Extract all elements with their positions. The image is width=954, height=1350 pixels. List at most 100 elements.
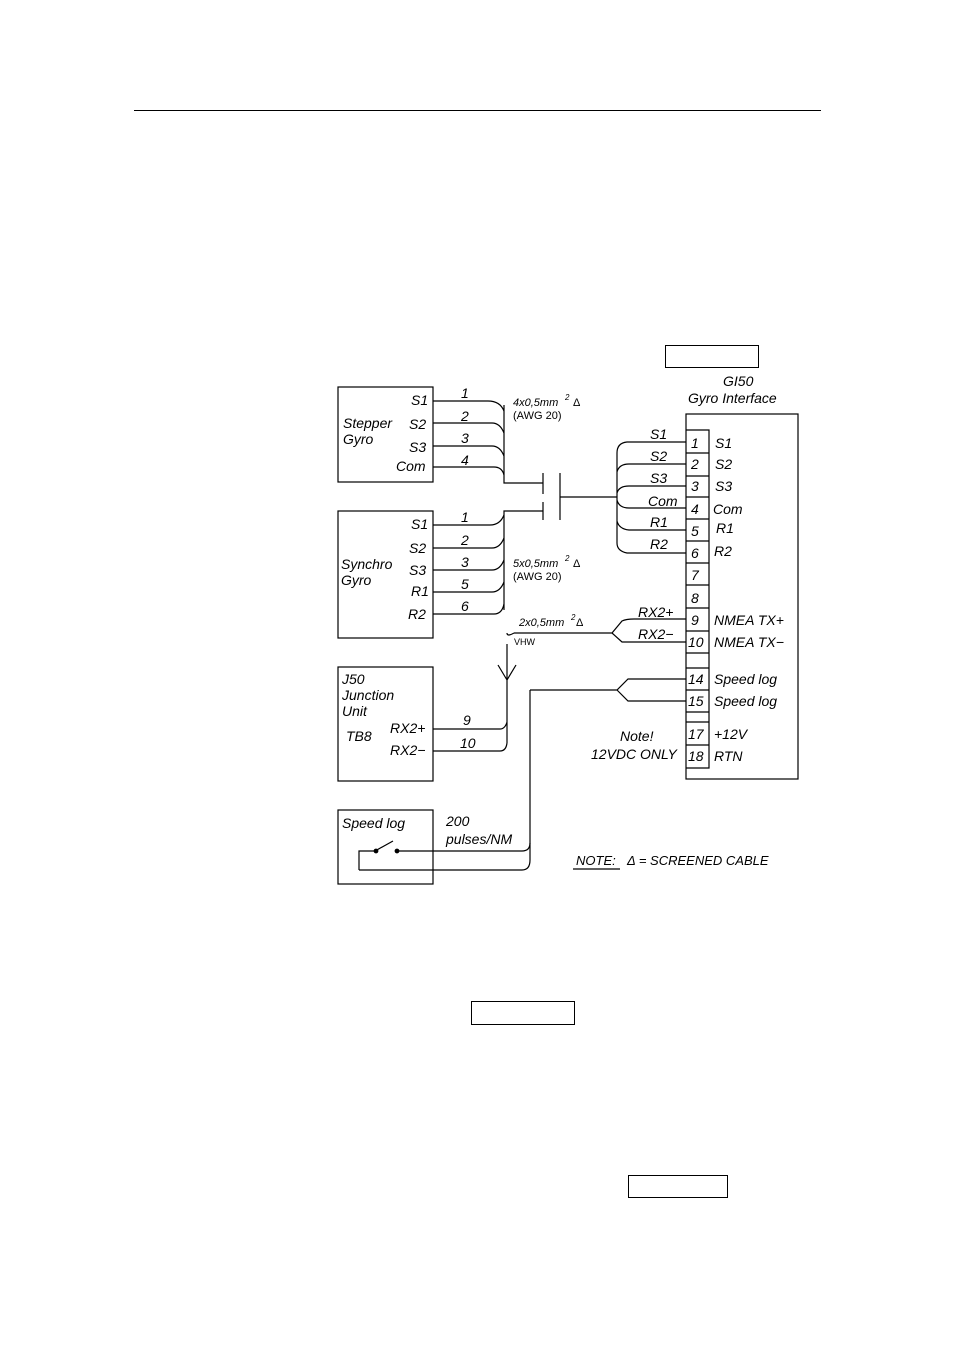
synchro-num-3: 3	[461, 554, 469, 570]
cable3-sup: 2	[570, 613, 576, 622]
stepper-name-2: Gyro	[343, 431, 374, 447]
terminal-label-6: R2	[714, 543, 732, 559]
synchro-name-1: Synchro	[341, 556, 393, 572]
legend-note: NOTE:	[576, 853, 616, 868]
junction-unit-box	[337, 666, 434, 782]
junction-name-2: Junction	[341, 687, 394, 703]
terminal-label-15: Speed log	[714, 693, 777, 709]
synchro-num-2: 2	[460, 532, 469, 548]
wire-label-rx2plus: RX2+	[638, 604, 673, 620]
wire-label-com: Com	[648, 493, 678, 509]
speedlog-gi50-wires	[530, 678, 686, 702]
wire-label-s1: S1	[650, 426, 667, 442]
stepper-gyro-box	[337, 386, 434, 483]
terminal-num-17: 17	[688, 726, 705, 742]
junction-num-10: 10	[460, 735, 476, 751]
stepper-name-1: Stepper	[343, 415, 393, 431]
note-text: 12VDC ONLY	[591, 746, 679, 762]
terminal-label-14: Speed log	[714, 671, 777, 687]
stepper-wires	[433, 400, 505, 476]
gyro-selector-connector	[542, 473, 617, 520]
cable2-sup: 2	[564, 554, 570, 563]
cable2-spec: 5x0,5mm	[513, 558, 558, 570]
junction-pin-rx2plus: RX2+	[390, 720, 425, 736]
terminal-label-18: RTN	[714, 748, 743, 764]
terminal-num-15: 15	[688, 693, 704, 709]
wire-label-s2: S2	[650, 448, 667, 464]
synchro-wires	[433, 514, 505, 615]
terminal-num-3: 3	[691, 478, 699, 494]
synchro-pin-r1: R1	[411, 583, 429, 599]
synchro-pin-r2: R2	[408, 606, 426, 622]
synchro-gyro-box	[337, 510, 434, 639]
wire-label-rx2minus: RX2−	[638, 626, 673, 642]
junction-nmea-wires	[433, 644, 517, 752]
note-title: Note!	[620, 728, 654, 744]
cable3-spec: 2x0,5mm	[518, 617, 564, 629]
terminal-num-9: 9	[691, 612, 699, 628]
label-box-middle	[471, 1001, 575, 1025]
synchro-pin-s2: S2	[409, 540, 426, 556]
junction-tb8: TB8	[346, 728, 372, 744]
gi50-subtitle: Gyro Interface	[688, 390, 777, 406]
terminal-num-5: 5	[691, 523, 699, 539]
speedlog-signal-wire	[433, 842, 531, 852]
gi50-name: GI50	[723, 373, 754, 389]
label-box-bottom	[628, 1175, 728, 1198]
terminal-num-1: 1	[691, 435, 699, 451]
gi50-box	[685, 413, 799, 780]
junction-name-1: J50	[341, 671, 365, 687]
speedlog-name: Speed log	[342, 815, 405, 831]
wire-label-r2: R2	[650, 536, 668, 552]
junction-name-3: Unit	[342, 703, 368, 719]
terminal-num-6: 6	[691, 545, 699, 561]
terminal-num-4: 4	[691, 501, 699, 517]
cable3-triangle: Δ	[576, 617, 584, 629]
synchro-num-1: 1	[461, 509, 469, 525]
synchro-num-5: 5	[461, 576, 469, 592]
cable1-awg: (AWG 20)	[513, 410, 562, 422]
header-rule	[134, 110, 821, 111]
cable1-sup: 2	[564, 393, 570, 402]
terminal-label-4: Com	[713, 501, 743, 517]
terminal-num-7: 7	[691, 567, 700, 583]
stepper-pin-com: Com	[396, 458, 426, 474]
terminal-num-8: 8	[691, 590, 699, 606]
junction-nmea-join	[506, 632, 515, 636]
speedlog-switch-icon	[358, 840, 433, 870]
terminal-label-1: S1	[715, 435, 732, 451]
stepper-num-1: 1	[461, 385, 469, 401]
synchro-cable-bundle	[503, 510, 543, 610]
synchro-name-2: Gyro	[341, 572, 372, 588]
stepper-pin-s3: S3	[409, 439, 426, 455]
stepper-cable-bundle	[503, 405, 543, 484]
junction-pin-rx2minus: RX2−	[390, 742, 425, 758]
speedlog-box	[337, 809, 434, 885]
terminal-num-2: 2	[690, 456, 699, 472]
legend-text: Δ = SCREENED CABLE	[626, 853, 769, 868]
stepper-num-4: 4	[461, 452, 469, 468]
stepper-pin-s2: S2	[409, 416, 426, 432]
terminal-num-18: 18	[688, 748, 704, 764]
terminal-label-17: +12V	[714, 726, 749, 742]
terminal-num-10: 10	[688, 634, 704, 650]
wire-label-r1: R1	[650, 514, 668, 530]
cable2-awg: (AWG 20)	[513, 571, 562, 583]
terminal-num-14: 14	[688, 671, 704, 687]
speedlog-pulses-1: 200	[445, 813, 470, 829]
cable1-spec: 4x0,5mm	[513, 397, 558, 409]
label-box-top	[665, 345, 759, 368]
gi50-gyro-wires	[616, 441, 686, 554]
synchro-num-6: 6	[461, 598, 469, 614]
nmea-wires	[514, 618, 686, 643]
terminal-label-10: NMEA TX−	[714, 634, 784, 650]
wire-label-s3: S3	[650, 470, 667, 486]
speedlog-return-wire	[359, 690, 531, 871]
terminal-strip	[686, 429, 710, 769]
terminal-label-2: S2	[715, 456, 732, 472]
terminal-label-5: R1	[716, 520, 734, 536]
cable2-triangle: Δ	[573, 558, 581, 570]
cable3-tag: VHW	[514, 637, 536, 647]
junction-num-9: 9	[463, 712, 471, 728]
